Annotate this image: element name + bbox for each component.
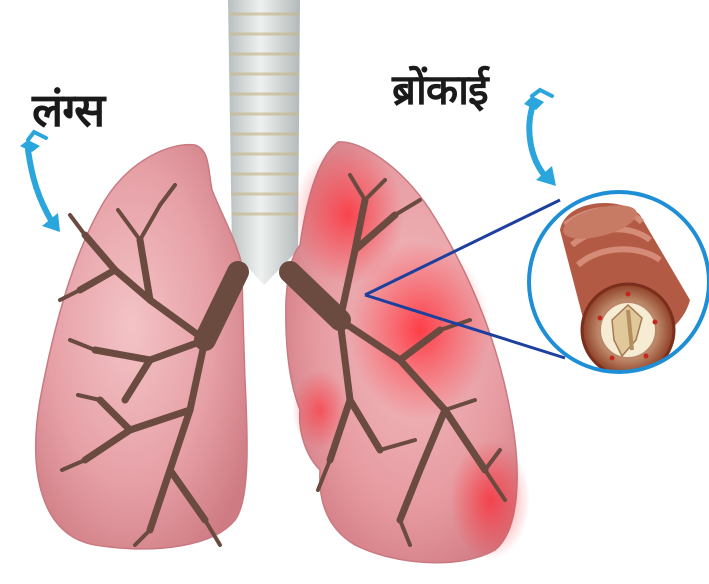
- curved-arrow-down-icon: [20, 132, 60, 232]
- bronchus-cross-section-callout: [529, 192, 709, 376]
- left-lung: [36, 145, 247, 549]
- curved-arrow-down-icon: [524, 90, 556, 186]
- trachea: [228, 0, 300, 285]
- lungs-label: लंग्स: [32, 78, 104, 140]
- inflamed-area-lower: [450, 440, 530, 560]
- bronchi-label: ब्रोंकाई: [392, 60, 488, 117]
